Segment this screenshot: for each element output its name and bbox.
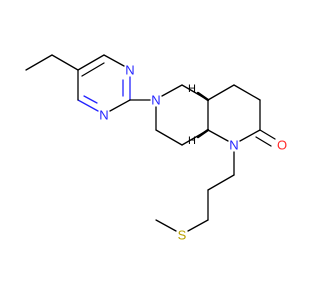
atom-o-carbonyl: O xyxy=(277,138,287,153)
bond-pyr-c2-n1 xyxy=(109,99,131,112)
bond-chain-s-ch3 xyxy=(155,219,177,232)
bond-pip-ch2b-ch2c xyxy=(155,129,183,146)
atom-h-stereo-top: H xyxy=(188,83,196,95)
bond-chain-c1-c2 xyxy=(207,174,235,191)
molecule-structure-diagram: N N N N O S H H xyxy=(25,54,287,243)
bond-chain-c3-s xyxy=(187,219,209,232)
bond-pyr-c5-c4 xyxy=(77,54,105,71)
atom-n-lactam: N xyxy=(229,138,238,153)
bond-lac-c4a-ch2a xyxy=(207,84,235,101)
bond-pip-n-ch2a xyxy=(161,84,183,97)
bond-ethyl-ch2-ring xyxy=(51,54,79,71)
bond-lac-n-c8a xyxy=(207,129,229,142)
bond-pyr-n1-c6-double xyxy=(83,95,98,104)
atom-s-thioether: S xyxy=(178,228,187,243)
bond-pyr-n1-c6 xyxy=(77,99,99,112)
bond-stereo-h-top xyxy=(196,91,210,102)
bond-ethyl-ch3-ch2 xyxy=(25,54,53,71)
bond-carbonyl xyxy=(259,129,276,140)
bond-lac-co-n xyxy=(239,129,261,142)
bond-pyr-c5-c4-double xyxy=(81,62,105,77)
bond-pyr-c4-n3 xyxy=(103,54,125,67)
atom-n-pyrimidine-top: N xyxy=(125,63,134,78)
atom-n-piperidine: N xyxy=(151,93,160,108)
atom-h-stereo-bottom: H xyxy=(188,135,196,147)
bond-lac-ch2a-ch2b xyxy=(233,84,261,101)
bond-stereo-h-bottom xyxy=(196,128,210,139)
atom-n-pyrimidine-bottom: N xyxy=(99,108,108,123)
bond-carbonyl-double xyxy=(255,136,272,147)
